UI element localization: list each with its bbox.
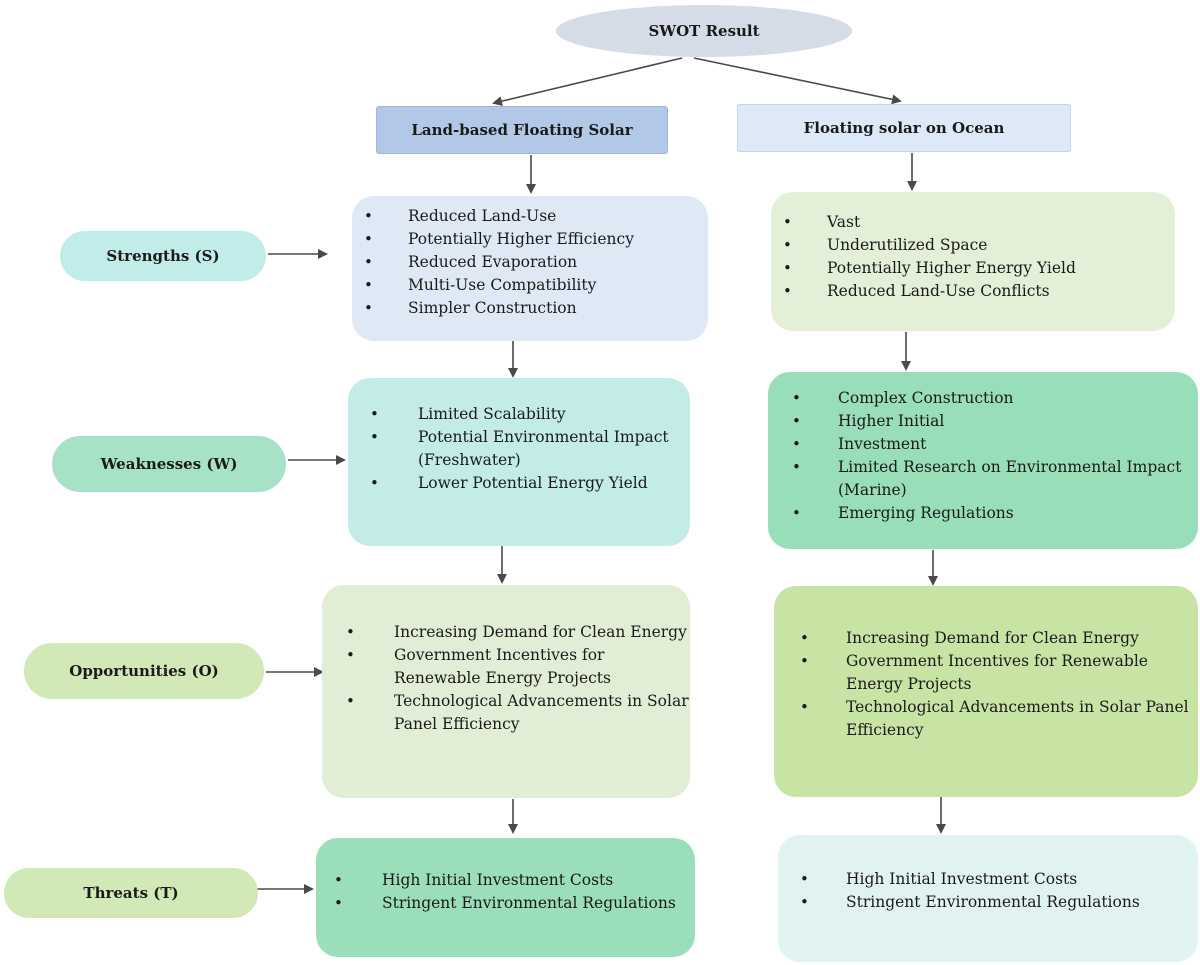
list-item: Higher Initial (780, 410, 1198, 433)
opportunities-label-text: Opportunities (O) (69, 662, 219, 680)
list-item-continuation: (Marine) (838, 481, 907, 499)
arrow-root-to-left (492, 57, 683, 107)
list-item: Potentially Higher Energy Yield (771, 257, 1175, 280)
left-threats-box: High Initial Investment Costs Stringent … (316, 838, 695, 957)
right-weaknesses-box: Complex Construction Higher Initial Inve… (768, 372, 1198, 549)
list-item: Emerging Regulations (780, 502, 1198, 525)
strengths-label-text: Strengths (S) (106, 247, 220, 265)
list-item: Technological Advancements in Solar Pane… (788, 696, 1198, 719)
list-item: Potential Environmental Impact (358, 426, 690, 449)
list-item: Simpler Construction (352, 297, 708, 320)
list-item-continuation: Efficiency (846, 721, 924, 739)
right-strengths-box: Vast Underutilized Space Potentially Hig… (771, 192, 1175, 331)
list-item: Multi-Use Compatibility (352, 274, 708, 297)
list-item-continuation: Renewable Energy Projects (394, 669, 611, 687)
list-item: Complex Construction (780, 387, 1198, 410)
list-item: Stringent Environmental Regulations (322, 892, 695, 915)
strengths-label: Strengths (S) (60, 231, 266, 281)
list-item: Increasing Demand for Clean Energy (334, 621, 690, 644)
list-item: Stringent Environmental Regulations (788, 891, 1198, 914)
swot-result-node: SWOT Result (556, 5, 852, 57)
list-item: Potentially Higher Efficiency (352, 228, 708, 251)
threats-label: Threats (T) (4, 868, 258, 918)
list-item: Technological Advancements in Solar (334, 690, 690, 713)
list-item: Government Incentives for Renewable (788, 650, 1198, 673)
list-item: High Initial Investment Costs (322, 869, 695, 892)
list-item: Vast (771, 211, 1175, 234)
land-based-title: Land-based Floating Solar (411, 121, 633, 139)
ocean-title: Floating solar on Ocean (803, 119, 1005, 137)
arrow-root-to-right (693, 57, 902, 105)
list-item: Government Incentives for (334, 644, 690, 667)
right-opportunities-box: Increasing Demand for Clean Energy Gover… (774, 586, 1198, 797)
list-item: Reduced Land-Use (352, 205, 708, 228)
opportunities-label: Opportunities (O) (24, 643, 264, 699)
list-item: Reduced Evaporation (352, 251, 708, 274)
right-threats-box: High Initial Investment Costs Stringent … (778, 835, 1198, 962)
left-strengths-box: Reduced Land-Use Potentially Higher Effi… (352, 196, 708, 341)
list-item: Reduced Land-Use Conflicts (771, 280, 1175, 303)
left-weaknesses-box: Limited Scalability Potential Environmen… (348, 378, 690, 546)
land-based-header: Land-based Floating Solar (376, 106, 668, 154)
list-item: Lower Potential Energy Yield (358, 472, 690, 495)
threats-label-text: Threats (T) (83, 884, 179, 902)
list-item: Limited Research on Environmental Impact (780, 456, 1198, 479)
list-item: Investment (780, 433, 1198, 456)
list-item-continuation: (Freshwater) (418, 451, 521, 469)
list-item-continuation: Panel Efficiency (394, 715, 520, 733)
list-item: Underutilized Space (771, 234, 1175, 257)
list-item: Limited Scalability (358, 403, 690, 426)
swot-result-label: SWOT Result (648, 22, 760, 40)
list-item: Increasing Demand for Clean Energy (788, 627, 1198, 650)
list-item-continuation: Energy Projects (846, 675, 972, 693)
left-opportunities-box: Increasing Demand for Clean Energy Gover… (322, 585, 690, 798)
list-item: High Initial Investment Costs (788, 868, 1198, 891)
weaknesses-label-text: Weaknesses (W) (100, 455, 238, 473)
weaknesses-label: Weaknesses (W) (52, 436, 286, 492)
ocean-header: Floating solar on Ocean (737, 104, 1071, 152)
